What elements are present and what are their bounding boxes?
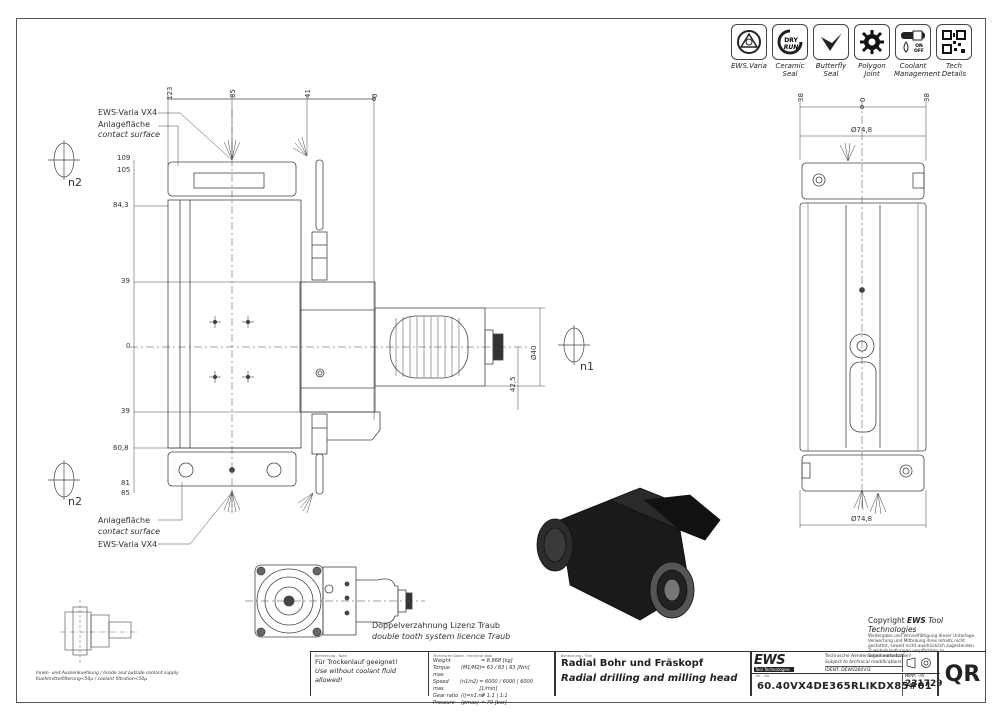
dim-39-bottom: 39	[121, 407, 130, 415]
part-number: 60.40VX4DE365RLIKDX85#01	[757, 681, 933, 692]
partno-header: Nr. - No.	[756, 674, 771, 678]
dim-84-3: 84,3	[113, 201, 129, 209]
tech-row-pressure: Pressure(pmax)= 70 [bar]	[433, 700, 507, 706]
top-contact-label-en: contact surface	[98, 130, 161, 139]
ceramic-seal-label-2: Seal	[782, 70, 798, 78]
coolant-schematic	[60, 600, 140, 664]
tech-row-torque: Torque max(M1/M2)= 63 / 63 | 63 [Nm]	[433, 665, 530, 678]
butterfly-seal-label-2: Seal	[823, 70, 839, 78]
rotation-n2-top: n2	[68, 176, 82, 189]
ews-varia-label: EWS.Varia	[731, 62, 767, 70]
tech-row-gear-ratio: Gear ratio(i)=n1:n2= 1:1 | 1:1	[433, 693, 508, 699]
tech-row-weight: Weight= 8.868 [kg]	[433, 658, 513, 664]
title-block: Bemerkung - Note Für Trockenlauf geeigne…	[310, 651, 986, 706]
ident-field: IDENT: DEWS260VI3	[825, 666, 902, 673]
dim-123: 123	[166, 86, 174, 100]
butterfly-seal-icon	[813, 24, 849, 60]
projection-symbol: REV.: -/A	[902, 654, 940, 679]
ceramic-seal-label-1: Ceramic	[775, 62, 805, 70]
tech-row-speed: Speed max(n1/n2)= 6000 / 6000 | 6000 [1/…	[433, 679, 533, 692]
dim-42-5: 42,5	[509, 376, 517, 392]
dim-0-left: 0	[126, 342, 131, 350]
isometric-render	[536, 487, 721, 621]
feature-ews-varia[interactable]: EWS.Varia	[730, 24, 768, 78]
polygon-joint-label-1: Polygon	[858, 62, 886, 70]
copyright-suffix: Tool Technologies	[868, 616, 944, 634]
dim-39-top: 39	[121, 277, 130, 285]
dim-0-side: 0	[859, 97, 867, 102]
svg-text:OFF: OFF	[914, 48, 924, 54]
qr-code-icon	[936, 24, 972, 60]
dim-81: 81	[121, 479, 130, 487]
front-view	[48, 95, 590, 545]
butterfly-seal-label-1: Butterfly	[815, 62, 847, 70]
polygon-joint-icon	[854, 24, 890, 60]
top-interface-label: EWS-Varia VX4	[98, 108, 158, 117]
drawing-sheet-border	[16, 18, 986, 703]
qr-cell[interactable]: QR	[937, 652, 986, 696]
tech-header: Technische Daten - technical data	[433, 654, 493, 658]
dim-41: 41	[304, 89, 312, 98]
svg-text:ON: ON	[915, 43, 923, 49]
dim-85: 85	[229, 89, 237, 98]
side-view	[799, 100, 927, 528]
tooth-system-caption-de: Doppelverzahnung Lizenz Traub	[372, 621, 500, 630]
note-cell: Bemerkung - Note Für Trockenlauf geeigne…	[310, 652, 428, 696]
coolant-management-label-1: Coolant	[899, 62, 927, 70]
ews-varia-icon	[731, 24, 767, 60]
dim-38-left: 38	[797, 93, 805, 102]
copyright-brand: EWS	[907, 616, 926, 625]
change-notice: Technische Aenderungen vorbehalten! Subj…	[825, 654, 912, 665]
qr-label: QR	[944, 661, 981, 687]
technical-data-cell: Technische Daten - technical data Weight…	[428, 652, 554, 706]
dim-105: 105	[117, 166, 131, 174]
dim-0-top: 0	[371, 93, 379, 98]
part-cell: EWS Tool Technologies Technische Aenderu…	[750, 652, 943, 696]
dim-dia-40: Ø40	[530, 345, 538, 360]
coolant-caption-1: Innen- und Aussenkuehlung / Inside and o…	[36, 671, 179, 676]
company-logo: EWS Tool Technologies	[754, 654, 814, 672]
bottom-interface-label: EWS-Varia VX4	[98, 540, 158, 549]
dim-85-left: 85	[121, 489, 130, 497]
sheet-cell: Sheet 231729	[902, 673, 943, 696]
dim-60-8: 60,8	[113, 444, 129, 452]
polygon-joint-label-2: Joint	[864, 70, 880, 78]
dim-38-right: 38	[923, 93, 931, 102]
svg-text:RUN: RUN	[784, 44, 799, 51]
tech-details-label-1: Tech	[945, 62, 962, 70]
note-de: Für Trockenlauf geeignet!	[315, 658, 398, 666]
bottom-contact-label-en: contact surface	[98, 527, 161, 536]
svg-text:DRY: DRY	[784, 37, 798, 44]
copyright-prefix: Copyright	[868, 616, 908, 625]
title-header: Benennung - Title	[561, 654, 593, 658]
title-de: Radial Bohr und Fräskopf	[561, 658, 704, 669]
note-header: Bemerkung - Note	[315, 654, 347, 658]
sheet-number: 231729	[905, 679, 943, 689]
tech-details-label-2: Details	[941, 70, 967, 78]
tooth-system-caption-en: double tooth system licence Traub	[372, 632, 511, 641]
title-en: Radial drilling and milling head	[561, 673, 738, 684]
coolant-caption-2: Kuehlmittelfilterung<50µ / coolant filtr…	[36, 677, 148, 682]
dim-dia-74-8-bottom: Ø74,8	[851, 515, 873, 523]
top-contact-label-de: Anlagefläche	[98, 120, 150, 129]
dim-109: 109	[117, 154, 131, 162]
coolant-management-label-2: Management	[894, 70, 941, 78]
note-en: Use without coolant fluid allowed!	[315, 667, 397, 684]
rotation-n2-bottom: n2	[68, 495, 82, 508]
rotation-n1: n1	[580, 360, 594, 373]
plan-view	[245, 564, 425, 638]
dim-dia-74-8-top: Ø74,8	[851, 126, 873, 134]
bottom-contact-label-de: Anlagefläche	[98, 516, 150, 525]
title-cell: Benennung - Title Radial Bohr und Fräsko…	[554, 652, 750, 696]
